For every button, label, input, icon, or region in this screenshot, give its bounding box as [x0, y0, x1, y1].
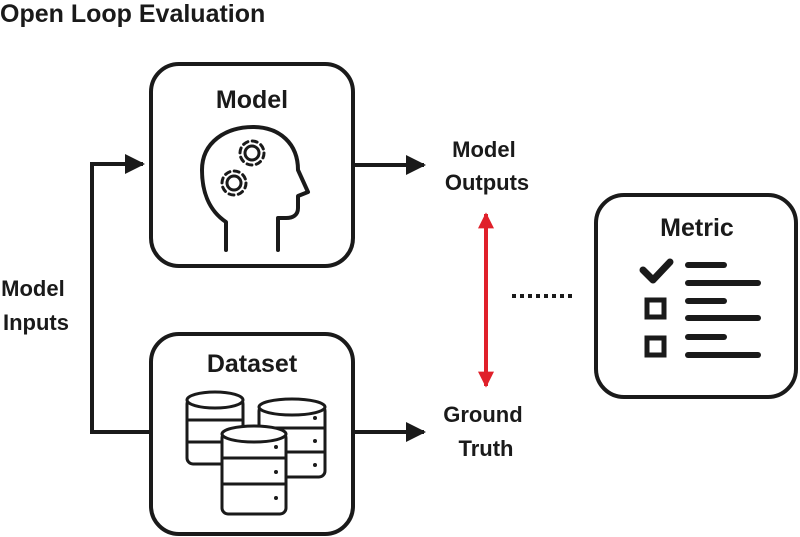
model-outputs-line2: Outputs — [445, 170, 529, 195]
ground-truth-label: Ground Truth — [443, 402, 529, 461]
database-stack-icon — [185, 390, 327, 516]
dataset-box: Dataset — [149, 332, 355, 536]
checklist-icon — [639, 258, 761, 358]
dataset-box-label: Dataset — [207, 350, 298, 378]
ground-truth-line2: Truth — [459, 436, 514, 461]
model-box: Model — [149, 62, 355, 268]
model-inputs-line1: Model — [1, 276, 65, 301]
metric-box-label: Metric — [660, 214, 734, 242]
model-box-label: Model — [216, 86, 288, 114]
input-connector — [90, 154, 151, 434]
head-gears-icon — [200, 125, 310, 252]
model-outputs-line1: Model — [452, 137, 516, 162]
model-inputs-line2: Inputs — [3, 310, 69, 335]
model-outputs-label: Model Outputs — [445, 137, 529, 195]
diagram-title: Open Loop Evaluation — [0, 0, 265, 28]
ground-truth-line1: Ground — [443, 402, 522, 427]
model-inputs-label: Model Inputs — [1, 276, 71, 335]
metric-box: Metric — [594, 193, 798, 399]
